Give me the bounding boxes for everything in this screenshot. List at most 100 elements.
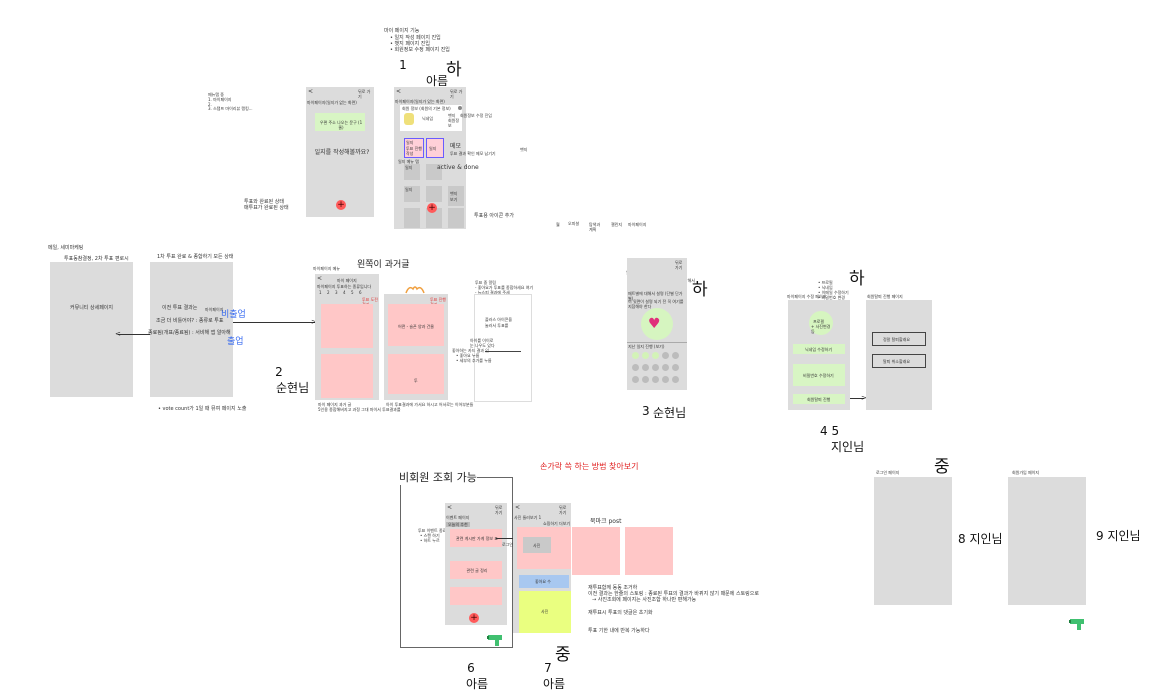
button-text: 회원탈퇴 진행 [807, 397, 831, 402]
screen-number: 6 [467, 661, 475, 675]
side-note: - 뉴스피 결과에 주세 [475, 290, 510, 295]
top-tab-label: 챌린지 [611, 222, 623, 227]
footer-note: 마이 페이지 과거 글 [318, 402, 352, 407]
card-text: 일지 [429, 146, 437, 151]
divider [485, 351, 521, 352]
back-button[interactable]: 뒤로 가기 [675, 260, 683, 270]
empty-question: 일지를 작성해볼까요? [314, 149, 370, 156]
water-gun-icon [1068, 616, 1086, 630]
back-icon[interactable]: < [396, 88, 402, 95]
back-icon[interactable]: < [447, 504, 453, 511]
current-vote-card[interactable]: 어떤 - 슬픈 양과 건물 [388, 304, 444, 346]
section-title: 왼쪽이 과거글 [357, 260, 410, 270]
photo-card-yellow[interactable]: 사진 [519, 591, 571, 633]
current-vote-card[interactable]: 투 [388, 354, 444, 394]
avatar-text: 프로필 [813, 319, 825, 324]
past-vote-card[interactable] [321, 304, 373, 348]
diary-card-purple[interactable]: 일지 투표 진행 작성 [404, 138, 424, 158]
owner-label: 순현님 [653, 406, 687, 420]
like-count-bar[interactable]: 좋아요 수 [519, 575, 569, 588]
bookmark-card[interactable] [572, 527, 620, 575]
event-card[interactable]: 관련 게시판 가게 정보 표 [450, 529, 502, 547]
tiny-label: 마이페이지 [205, 307, 224, 312]
page-number[interactable]: 3 [335, 290, 338, 295]
tag-chip[interactable]: 오늘의 추천 [446, 522, 470, 527]
owner-label: 지인님 [831, 440, 865, 454]
event-card[interactable] [450, 587, 502, 605]
badge-count: 회원정보 [448, 118, 460, 128]
edit-password-button[interactable]: 비밀번호 수정하기 [793, 364, 845, 386]
withdraw-button[interactable]: 회원탈퇴 진행 [793, 394, 845, 404]
stamp-dot [642, 376, 649, 383]
cancel-withdraw-button[interactable]: 탈퇴 취소할래요 [872, 354, 926, 368]
add-event-button[interactable]: + [469, 613, 479, 623]
top-tab-label: 마이페이지 [628, 222, 647, 227]
add-diary-button[interactable]: + [336, 200, 346, 210]
back-icon[interactable]: < [317, 275, 323, 282]
frame-title: 비회원 조회 가능 [399, 469, 477, 485]
screen-number: 7 [544, 661, 552, 675]
note-line: 재투표시 투표의 댓글은 초기화 [588, 610, 653, 616]
difficulty-label: 중 [555, 645, 571, 665]
button-text: 탈퇴 취소할래요 [883, 359, 911, 364]
add-icon-note: 투표용 아이콘 추가 [474, 213, 514, 219]
settings-icon[interactable] [458, 106, 462, 110]
bullet-note: • vote count가 1일 때 뮤여 페이지 노출 [158, 406, 247, 412]
signup-screen [1008, 477, 1086, 605]
button-text: 정말 탈퇴할래요 [883, 337, 911, 342]
page-number[interactable]: 4 [343, 290, 346, 295]
event-card[interactable]: 관련 글 정리 [450, 561, 502, 579]
under-note: 아이를 이이로 [470, 338, 494, 343]
screen-text: 이전 투표 결과는 [162, 305, 198, 311]
arrow-head-right-icon: > [861, 394, 867, 402]
heart-icon: ♥ [648, 316, 661, 332]
back-button[interactable]: 뒤로 가기 [495, 505, 503, 515]
diary-thumb[interactable] [426, 186, 442, 202]
bookmark-card[interactable] [625, 527, 673, 575]
avatar[interactable]: 프로필 + 사진변경 등 [809, 311, 833, 335]
page-number[interactable]: 2 [327, 290, 330, 295]
back-button[interactable]: 뒤로 가기 [559, 505, 567, 515]
diary-card-purple[interactable]: 일지 [426, 138, 444, 158]
edit-nickname-button[interactable]: 닉네임 수정하기 [793, 344, 845, 354]
page-number[interactable]: 6 [359, 290, 362, 295]
diary-thumb[interactable]: 일지 [404, 164, 420, 180]
page-number[interactable]: 1 [319, 290, 322, 295]
owner-label: 순현님 [276, 381, 310, 395]
panel-text: 플러스 아이콘을 [485, 317, 513, 322]
profile-edit-screen: 프로필 + 사진변경 등 닉네임 수정하기 비밀번호 수정하기 회원탈퇴 진행 [788, 300, 850, 410]
avatar [404, 113, 414, 125]
diary-thumb[interactable] [448, 208, 464, 228]
past-vote-card[interactable] [321, 354, 373, 398]
back-icon[interactable]: < [515, 504, 521, 511]
card-text: 관련 게시판 가게 정보 표 [456, 536, 498, 541]
screen-subtitle: 사진 둘러보기 1 [514, 515, 542, 520]
badge-view-box[interactable]: 뱃지 보기 [448, 186, 464, 206]
back-button[interactable]: 뒤로 가기 [450, 89, 463, 99]
stamp-dot [652, 376, 659, 383]
owner-label: 8 지인님 [958, 532, 1003, 546]
under-note: 눈 나우도 있다 [470, 343, 495, 348]
thumb-text: 일지 [405, 187, 413, 192]
photo-card[interactable]: 사진 [517, 527, 571, 569]
badge-view-text: 뱃지 [450, 191, 458, 196]
login-required-label: 로그인 필요 [502, 542, 522, 547]
card-text: 일지 [406, 140, 414, 145]
page-number[interactable]: 5 [351, 290, 354, 295]
confirm-withdraw-button[interactable]: 정말 탈퇴할래요 [872, 332, 926, 346]
diary-thumb[interactable] [426, 208, 442, 228]
stamp-dot [652, 364, 659, 371]
card-text: 관련 글 정리 [466, 568, 488, 573]
stamp-dot [632, 364, 639, 371]
side-note: • 스캔 하기 [420, 533, 440, 538]
event-screen: < 뒤로 가기 이벤트 페이지 오늘의 추천 관련 게시판 가게 정보 표 관련… [445, 503, 507, 625]
diary-thumb[interactable] [426, 164, 442, 180]
diary-thumb[interactable] [404, 208, 420, 228]
diary-thumb[interactable]: 일지 [404, 186, 420, 202]
back-icon[interactable]: < [308, 88, 314, 95]
arrow-head-left-icon: < [115, 330, 121, 338]
community-detail-screen: 커뮤니티 상세페이지 [50, 262, 133, 397]
add-diary-button[interactable]: + [427, 203, 437, 213]
back-button[interactable]: 뒤로 가기 [358, 89, 371, 99]
side-note: - 좋아요가 투표를 종합하세요 여기 [475, 285, 534, 290]
